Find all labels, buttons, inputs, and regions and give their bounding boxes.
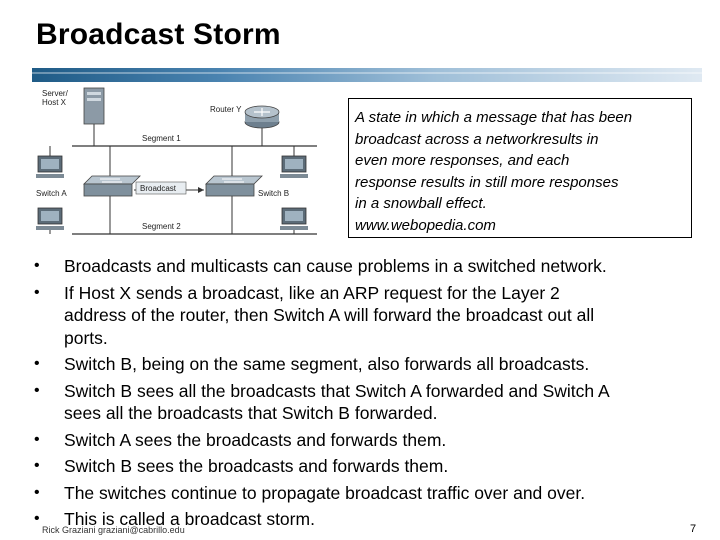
callout-line: response results in still more responses — [355, 173, 619, 191]
bullet-icon: • — [34, 483, 40, 501]
switch-a-icon — [83, 175, 141, 197]
broadcast-arrow-icon — [134, 181, 204, 195]
switch-a-label: Switch A — [36, 189, 67, 198]
bullet-text: Switch B sees the broadcasts and forward… — [64, 456, 449, 476]
callout-line: in a snowball effect. — [355, 195, 487, 212]
bullet-icon: • — [34, 510, 40, 527]
bullet-item: • The switches continue to propagate bro… — [34, 482, 714, 505]
definition-callout: A state in which a message that has been… — [348, 98, 692, 238]
bullet-list: • Broadcasts and multicasts can cause pr… — [34, 255, 714, 535]
page-number: 7 — [690, 523, 697, 535]
broadcast-label: Broadcast — [140, 184, 177, 193]
bullet-text: This is called a broadcast storm. — [64, 509, 315, 529]
router-icon — [244, 105, 280, 129]
bullet-icon: • — [34, 430, 40, 448]
host-computer-icon — [36, 155, 64, 178]
callout-source: www.webopedia.com — [355, 216, 496, 234]
bullet-text: The switches continue to propagate broad… — [64, 482, 586, 503]
title-divider — [32, 68, 702, 82]
bullet-text: Switch A sees the broadcasts and forward… — [64, 429, 447, 450]
network-diagram: Server/ Host X Router Y Segment 1 Segmen… — [32, 86, 344, 246]
host-computer-icon — [280, 207, 308, 230]
callout-line: broadcast across a networkresults in — [355, 130, 599, 148]
switch-b-label: Switch B — [258, 189, 289, 198]
bullet-item: • Switch B sees the broadcasts and forwa… — [34, 455, 714, 478]
bullet-item: • This is called a broadcast storm. — [34, 508, 714, 531]
bullet-text: ports. — [64, 327, 108, 348]
router-label: Router Y — [210, 105, 242, 114]
segment-1-label: Segment 1 — [142, 134, 181, 143]
bullet-icon: • — [34, 283, 40, 301]
slide-title: Broadcast Storm — [36, 18, 281, 51]
host-computer-icon — [36, 207, 64, 230]
bullet-text: If Host X sends a broadcast, like an ARP… — [64, 282, 560, 303]
callout-line: even more responses, and each — [355, 152, 570, 169]
bullet-text: sees all the broadcasts that Switch B fo… — [64, 403, 438, 423]
segment-2-label: Segment 2 — [142, 222, 181, 231]
bullet-icon: • — [34, 381, 40, 399]
server-icon — [83, 87, 105, 125]
callout-line: A state in which a message that has been — [355, 109, 633, 126]
bullet-icon: • — [34, 257, 40, 274]
server-label-line1: Server/ — [42, 89, 69, 98]
network-diagram-svg: Server/ Host X Router Y Segment 1 Segmen… — [36, 87, 317, 235]
bullet-item: • Switch B sees all the broadcasts that … — [34, 380, 714, 425]
bullet-text: address of the router, then Switch A wil… — [64, 305, 595, 325]
bullet-text: Broadcasts and multicasts can cause prob… — [64, 256, 607, 276]
footer-author: Rick Graziani graziani@cabrillo.edu — [42, 525, 185, 535]
bullet-text: Switch B sees all the broadcasts that Sw… — [64, 380, 610, 401]
switch-b-icon — [205, 175, 263, 197]
bullet-icon: • — [34, 355, 40, 372]
bullet-item: • Broadcasts and multicasts can cause pr… — [34, 255, 714, 278]
bullet-text: Switch B, being on the same segment, als… — [64, 354, 590, 374]
bullet-item: • Switch B, being on the same segment, a… — [34, 353, 714, 376]
host-computer-icon — [280, 155, 308, 178]
bullet-item: • Switch A sees the broadcasts and forwa… — [34, 429, 714, 452]
server-label-line2: Host X — [42, 98, 67, 107]
bullet-icon: • — [34, 457, 40, 474]
bullet-item: • If Host X sends a broadcast, like an A… — [34, 282, 714, 350]
